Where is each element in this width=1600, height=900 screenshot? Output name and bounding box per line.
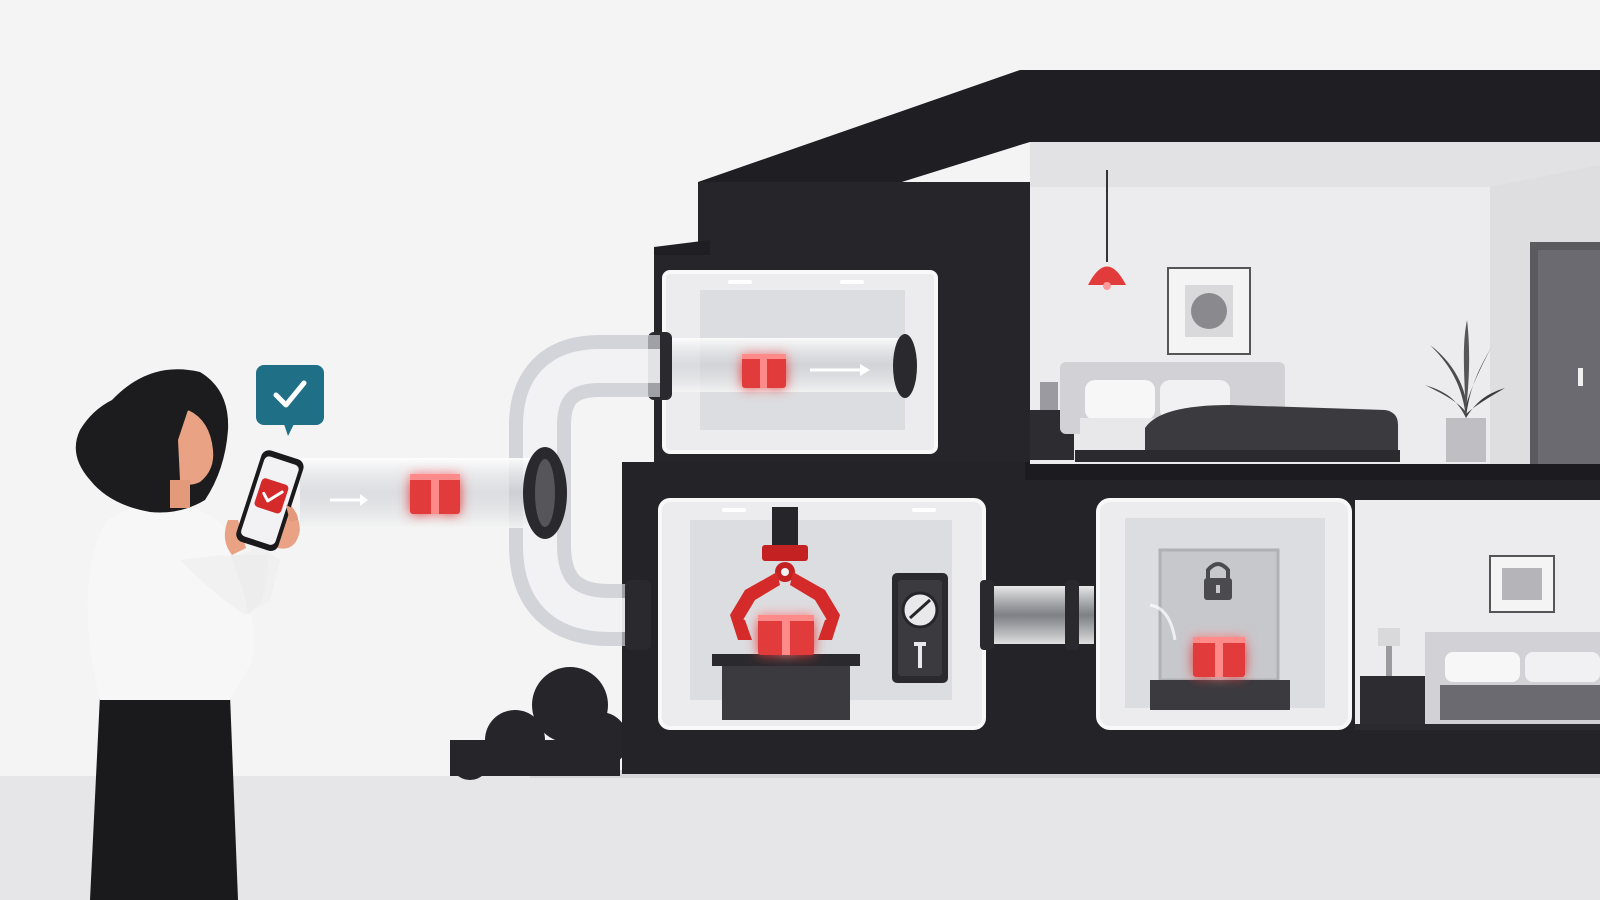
pendant-lamp-icon (1088, 170, 1126, 290)
pants (90, 695, 238, 900)
checkmark-icon (273, 380, 307, 408)
locker-chamber (1096, 498, 1352, 730)
shirt (87, 504, 254, 700)
plant-icon (1425, 320, 1505, 462)
robot-arm (730, 507, 840, 625)
locker-shelf (1150, 680, 1290, 710)
smartphone (236, 450, 304, 551)
phone-checkmark-icon (262, 490, 284, 503)
parcel-entry-tube (410, 474, 460, 514)
lock-icon (1204, 562, 1232, 600)
parcel-robot-claw (758, 615, 814, 655)
robot-chamber (658, 498, 986, 730)
claw-fingers (730, 615, 840, 640)
roof (698, 70, 1600, 245)
bushes (450, 667, 628, 780)
upper-bedroom (1030, 142, 1600, 464)
entry-tube-system (300, 335, 660, 650)
parcel-locker (1193, 637, 1245, 677)
hand (224, 520, 246, 555)
bed (1060, 362, 1400, 462)
wall-frame (1167, 267, 1251, 355)
lower-bedroom (1355, 500, 1600, 730)
connector-tube (980, 580, 1094, 650)
person (75, 369, 304, 900)
door-handle (1578, 368, 1583, 386)
ground (0, 776, 1600, 900)
floor-slab (1025, 462, 1600, 480)
house (622, 70, 1600, 774)
upper-chamber (648, 270, 938, 454)
face (178, 410, 214, 485)
parcel-icon (410, 354, 1245, 677)
pedestal (722, 660, 850, 720)
parcel-upper-chamber (742, 354, 786, 388)
control-panel (892, 573, 948, 683)
notification-bubble (256, 365, 324, 436)
